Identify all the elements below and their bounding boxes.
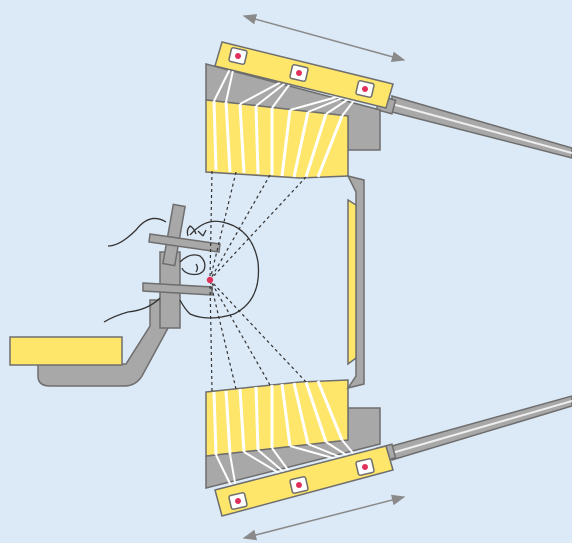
- top-source-pellet-2: [289, 64, 309, 82]
- patient-table-top: [9, 336, 123, 366]
- bottom-double-arrow-icon: [242, 494, 406, 541]
- top-source-pellet-1: [228, 47, 248, 65]
- converging-beams: [209, 170, 307, 392]
- top-double-arrow-icon: [242, 14, 406, 62]
- bottom-source-pellet-2: [289, 476, 309, 494]
- helmet-shell: [346, 174, 365, 390]
- target-dot-icon: [206, 276, 214, 284]
- stereotactic-frame: [142, 203, 221, 329]
- bottom-collimator-block: [205, 379, 349, 457]
- bottom-source-pellet-3: [355, 458, 375, 476]
- patient-table: [9, 299, 169, 387]
- patient-head: [103, 217, 260, 323]
- top-collimator-block: [205, 99, 349, 179]
- top-source-pellet-3: [355, 80, 375, 98]
- bottom-source-pellet-1: [228, 492, 248, 510]
